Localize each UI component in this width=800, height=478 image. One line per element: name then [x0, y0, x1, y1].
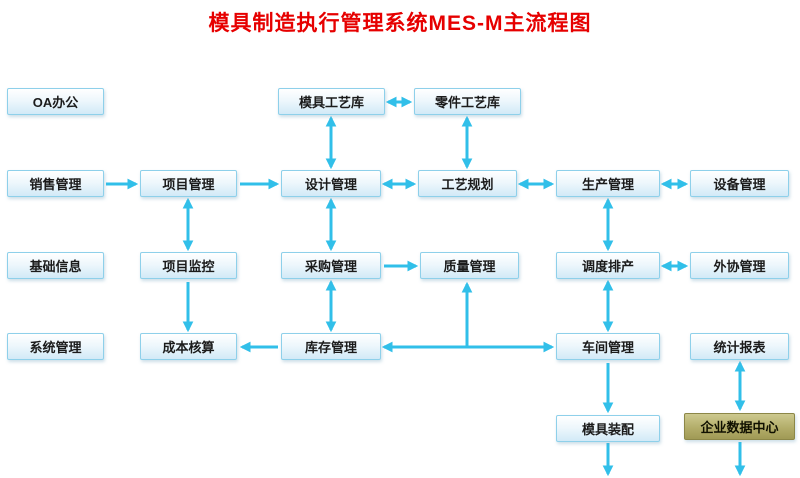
node-cost-accounting: 成本核算 [140, 333, 237, 360]
node-project-mgmt: 项目管理 [140, 170, 237, 197]
node-outsourcing-mgmt: 外协管理 [690, 252, 789, 279]
node-sales-mgmt: 销售管理 [7, 170, 104, 197]
node-stats-report: 统计报表 [690, 333, 789, 360]
diagram-title: 模具制造执行管理系统MES-M主流程图 [208, 12, 592, 35]
node-purchase-mgmt: 采购管理 [281, 252, 381, 279]
node-scheduling: 调度排产 [556, 252, 660, 279]
node-system-mgmt: 系统管理 [7, 333, 104, 360]
node-production-mgmt: 生产管理 [556, 170, 660, 197]
node-basic-info: 基础信息 [7, 252, 104, 279]
node-workshop-mgmt: 车间管理 [556, 333, 660, 360]
node-inventory-mgmt: 库存管理 [281, 333, 381, 360]
node-oa-office: OA办公 [7, 88, 104, 115]
node-design-mgmt: 设计管理 [281, 170, 381, 197]
node-quality-mgmt: 质量管理 [420, 252, 519, 279]
node-process-planning: 工艺规划 [418, 170, 517, 197]
node-equipment-mgmt: 设备管理 [690, 170, 789, 197]
node-mold-process-lib: 模具工艺库 [278, 88, 385, 115]
node-mold-assembly: 模具装配 [556, 415, 660, 442]
node-project-monitor: 项目监控 [140, 252, 237, 279]
node-enterprise-data-center: 企业数据中心 [684, 413, 795, 440]
node-parts-process-lib: 零件工艺库 [414, 88, 521, 115]
